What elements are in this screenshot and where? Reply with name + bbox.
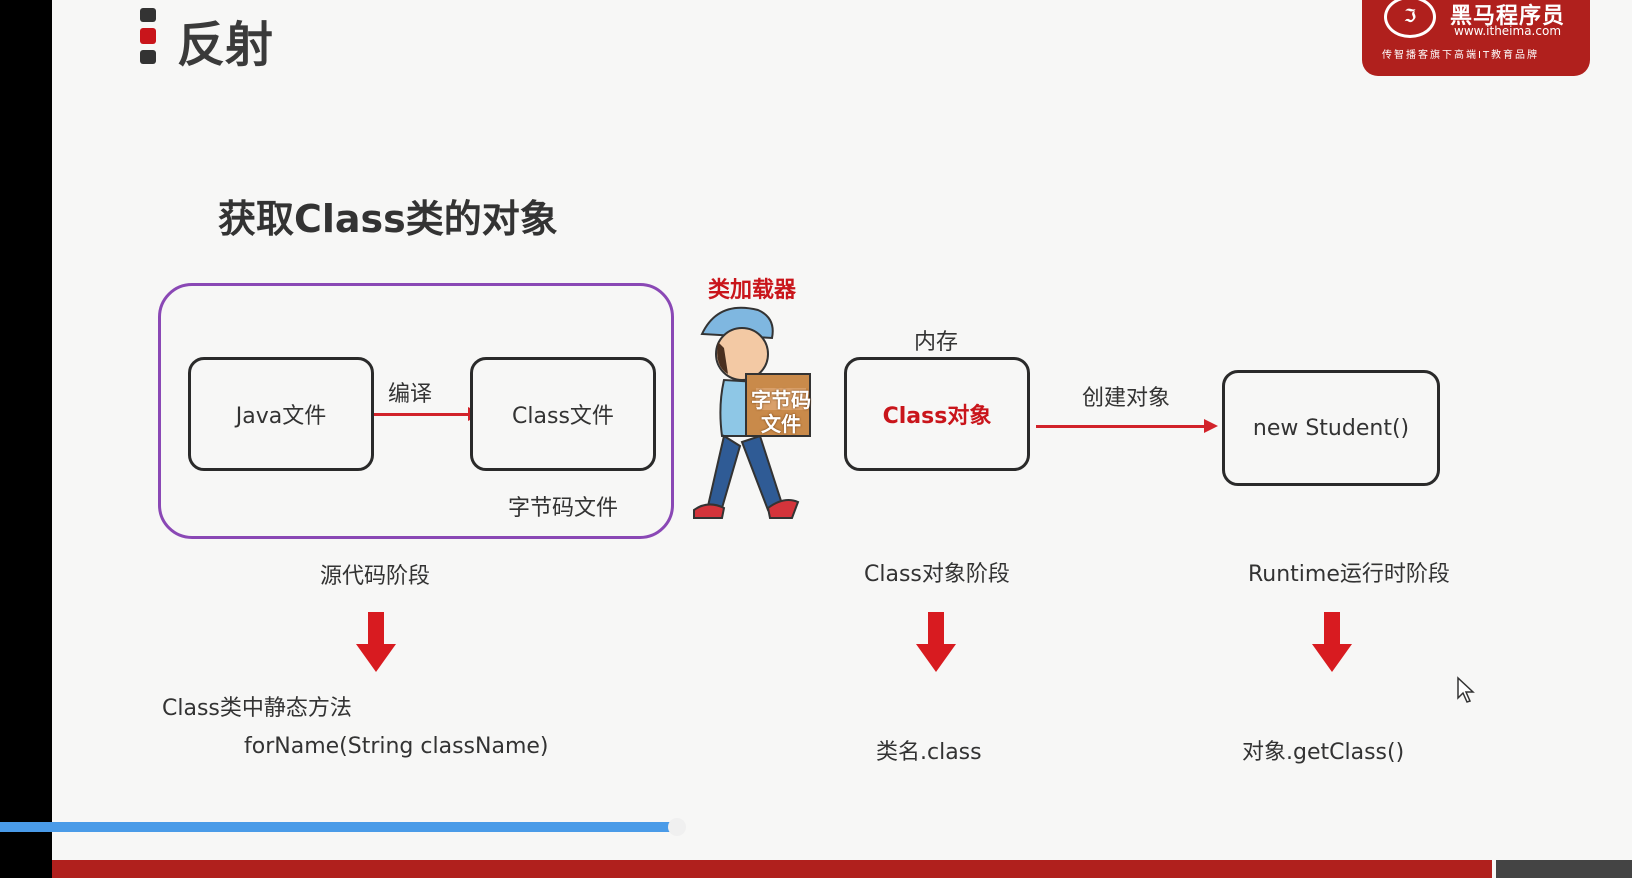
section-subtitle: 获取Class类的对象 [218,197,558,241]
itheima-logo: ℑ 黑马程序员 www.itheima.com 传智播客旗下高端IT教育品牌 [1362,0,1590,76]
forname-method: forName(String className) [244,734,549,759]
delivery-person-illustration [693,306,811,519]
getclass-method: 对象.getClass() [1242,740,1405,765]
new-student-label: new Student() [1252,415,1410,441]
static-method-title: Class类中静态方法 [162,696,352,721]
runtime-stage-label: Runtime运行时阶段 [1248,562,1450,587]
class-object-box: Class对象 [844,357,1030,471]
compile-arrow-line [374,413,470,416]
bytecode-file-label: 字节码文件 [508,496,619,521]
class-file-label: Class文件 [512,404,614,429]
down-arrow-icon [1312,612,1352,672]
down-arrow-icon [916,612,956,672]
class-literal-method: 类名.class [876,740,982,765]
slide-footer-bar [52,860,1492,878]
classloader-label: 类加载器 [708,278,797,303]
footer-dark-segment [1496,860,1632,878]
java-file-box: Java文件 [188,357,374,471]
create-object-arrow-head-icon [1204,419,1218,433]
down-arrow-icon [356,612,396,672]
class-object-label: Class对象 [882,404,992,429]
mouse-cursor-icon [1457,676,1475,703]
bytecode-box-label: 字节码 文件 [751,388,811,436]
slide-title: 反射 [177,17,274,73]
new-student-box: new Student() [1222,370,1440,486]
title-marker [140,8,156,64]
compile-label: 编译 [388,382,433,407]
class-file-box: Class文件 [470,357,656,471]
create-object-label: 创建对象 [1082,386,1171,411]
video-progress-handle[interactable] [668,818,686,836]
class-object-stage-label: Class对象阶段 [864,562,1010,587]
java-file-label: Java文件 [235,404,327,429]
video-progress-fill [0,822,676,832]
logo-url: www.itheima.com [1454,24,1562,38]
source-code-stage-group [158,283,674,539]
slide: 反射 ℑ 黑马程序员 www.itheima.com 传智播客旗下高端IT教育品… [52,0,1632,878]
logo-tagline: 传智播客旗下高端IT教育品牌 [1382,50,1540,61]
logo-name: 黑马程序员 [1450,4,1566,29]
create-object-arrow-line [1036,425,1208,428]
memory-label: 内存 [914,330,959,355]
horse-logo-icon: ℑ [1384,0,1436,38]
source-code-stage-label: 源代码阶段 [320,564,431,589]
